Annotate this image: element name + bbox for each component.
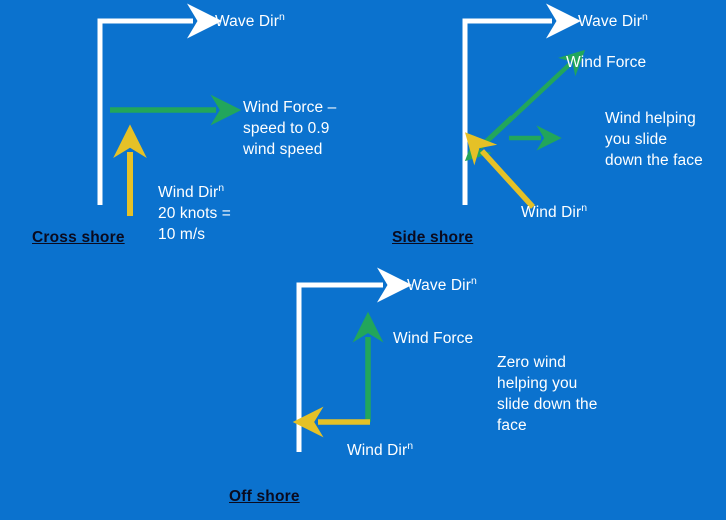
superscript-n: n [218,181,225,194]
superscript-n: n [641,10,648,23]
panel-off-shore-note: Zero wind helping you slide down the fac… [497,354,598,434]
panel-off-shore-wind-dir-label: Wind Dirn [347,439,414,459]
panel-cross-shore-wind-force-label: Wind Force – speed to 0.9 wind speed [243,99,337,158]
panel-off-shore-wind-force-label: Wind Force [393,330,474,347]
panel-side-shore-arrows [462,3,586,209]
panel-off-shore-arrows [292,267,412,452]
superscript-n: n [278,10,285,23]
panel-side-shore-note: Wind helping you slide down the face [605,110,703,169]
wind-force-arrow [478,49,586,150]
panel-title-off-shore: Off shore [229,488,300,505]
panel-side-shore-wave-label: Wave Dirn [578,10,648,30]
panel-off-shore-wave-label: Wave Dirn [407,274,477,294]
wind-direction-arrow [464,132,536,209]
panel-cross-shore-wave-label: Wave Dirn [215,10,285,30]
wave-direction-arrow [296,267,412,452]
panel-side-shore-wind-dir-label: Wind Dirn [521,201,588,221]
superscript-n: n [581,201,588,214]
panel-cross-shore-wind-dir-label: Wind Dirn [158,181,225,201]
wave-direction-arrow [97,3,222,205]
panel-title-side-shore: Side shore [392,229,474,246]
superscript-n: n [407,439,414,452]
resultant-component-arrow-left [464,115,514,162]
panel-cross-shore-wind-dir-detail: 20 knots = 10 m/s [158,205,231,243]
panel-side-shore-wind-force-label: Wind Force [566,54,647,71]
wave-direction-arrow [462,3,581,205]
panel-title-cross-shore: Cross shore [32,229,125,246]
superscript-n: n [470,274,477,287]
